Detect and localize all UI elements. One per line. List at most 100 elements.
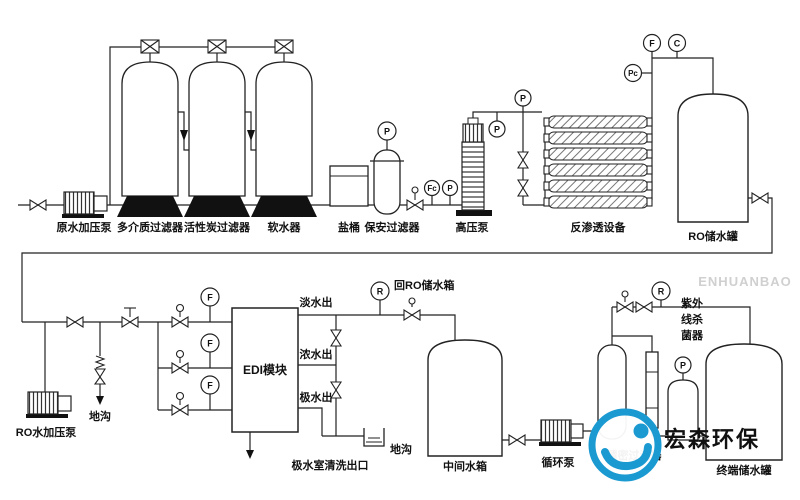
brand-logo-icon <box>588 408 662 482</box>
gauge-f2: F <box>200 333 220 353</box>
label-raw-pump: 原水加压泵 <box>57 220 112 234</box>
relief-valve <box>93 355 107 385</box>
return-line-valve-2 <box>635 301 653 313</box>
label-salt-barrel: 盐桶 <box>338 220 360 234</box>
gauge-inlet-p: P <box>441 179 459 197</box>
gauges: P Fc P P P F C Pc F F F R R P <box>200 33 692 395</box>
svg-text:F: F <box>207 381 213 391</box>
terminal-storage-tank <box>705 343 783 461</box>
pipe-polar-drain <box>298 407 364 437</box>
gauge-pump-p: P <box>488 120 506 138</box>
label-drain-mid: 地沟 <box>390 442 412 456</box>
gauge-f3: F <box>200 375 220 395</box>
edi-branch-valve-1 <box>171 303 189 328</box>
softener-vessel <box>251 61 317 217</box>
ro-feed-pump <box>26 391 72 418</box>
label-ro-tank: RO储水罐 <box>688 229 738 243</box>
label-ro-pump: RO水加压泵 <box>16 425 77 439</box>
flow-arrows <box>96 130 255 459</box>
inlet-valve <box>29 199 47 211</box>
label-security-filter: 保安过滤器 <box>364 220 421 234</box>
edi-module-box <box>231 307 299 433</box>
filter-outlet-valve <box>406 186 424 211</box>
label-softener: 软水器 <box>268 220 302 234</box>
pipe-hp-discharge <box>472 111 542 125</box>
label-drain-left: 地沟 <box>89 409 111 423</box>
svg-text:P: P <box>494 125 500 135</box>
svg-text:C: C <box>674 39 681 49</box>
label-hp-pump: 高压泵 <box>456 220 489 234</box>
equipment-labels: 原水加压泵 多介质过滤器 活性炭过滤器 软水器 盐桶 保安过滤器 高压泵 反渗透… <box>16 220 772 477</box>
svg-text:R: R <box>377 287 384 297</box>
svg-text:F: F <box>649 39 655 49</box>
label-uv-2: 线杀 <box>681 312 703 326</box>
svg-text:R: R <box>658 287 665 297</box>
svg-text:F: F <box>207 293 213 303</box>
boxx-valve <box>140 39 160 54</box>
security-filter <box>370 149 404 215</box>
boxx-valve <box>274 39 294 54</box>
svg-text:Fc: Fc <box>427 184 437 193</box>
multimedia-filter-vessel <box>117 61 183 217</box>
pipe-fresh-out <box>298 314 456 342</box>
label-mid-tank: 中间水箱 <box>443 459 487 473</box>
svg-text:P: P <box>680 361 686 371</box>
watermark-faint-text: ENHUANBAO <box>698 274 792 289</box>
check-valve <box>66 316 84 328</box>
label-fresh-out: 淡水出 <box>300 295 333 309</box>
circulation-pump <box>539 419 584 446</box>
gauge-return-r: R <box>370 281 390 301</box>
svg-text:P: P <box>520 94 526 104</box>
label-ro-unit: 反渗透设备 <box>571 220 627 234</box>
gauge-fc: Fc <box>423 179 441 197</box>
label-return-ro: 回RO储水箱 <box>394 278 455 292</box>
label-concentrate-out: 浓水出 <box>300 347 333 361</box>
midtank-outlet-valve <box>508 434 526 446</box>
label-carbon-filter: 活性炭过滤器 <box>184 220 251 234</box>
label-uv-3: 菌器 <box>681 328 704 342</box>
label-circ-pump: 循环泵 <box>542 455 575 469</box>
label-edi: EDI模块 <box>243 362 288 377</box>
svg-text:P: P <box>384 127 390 137</box>
concentrate-drop-valve <box>330 381 342 399</box>
raw-water-pump <box>62 191 108 218</box>
gauge-top-r: R <box>651 281 671 301</box>
gauge-security-p: P <box>377 121 397 141</box>
vessel-top-valves <box>140 39 294 54</box>
brand-name: 宏森环保 <box>664 427 760 452</box>
ro-tank-outlet-valve <box>751 192 769 204</box>
high-pressure-pump <box>456 117 492 216</box>
label-polar-clean-out: 极水室清洗出口 <box>292 458 369 472</box>
small-filter-vessel <box>667 379 699 441</box>
carbon-filter-vessel <box>184 61 250 217</box>
gauge-f1: F <box>200 287 220 307</box>
pipe-concentrate <box>298 364 337 436</box>
fresh-line-valve <box>403 297 421 321</box>
gauge-feed-p: P <box>514 89 532 107</box>
edi-branch-valve-3 <box>171 391 189 416</box>
label-terminal-tank: 终端储水罐 <box>717 463 772 477</box>
main-line-valve <box>121 307 139 328</box>
return-line-valve-1 <box>616 290 634 313</box>
svg-text:P: P <box>447 184 453 193</box>
watermark: ENHUANBAO 宏森环保 <box>588 274 792 482</box>
ro-membrane-stack <box>543 115 653 209</box>
ro-flush-valve-1 <box>517 151 529 169</box>
salt-barrel <box>329 165 369 207</box>
pipe-top-return <box>612 306 751 345</box>
gauge-filter-p: P <box>674 356 692 374</box>
intermediate-tank <box>427 339 503 457</box>
gauge-product-pc: Pc <box>623 63 643 83</box>
ro-flush-valve-2 <box>517 179 529 197</box>
label-multimedia-filter: 多介质过滤器 <box>117 220 184 234</box>
gauge-product-f: F <box>642 33 662 53</box>
label-polar-out: 极水出 <box>300 390 333 404</box>
fresh-drop-valve <box>330 329 342 347</box>
svg-text:Pc: Pc <box>628 69 638 78</box>
label-uv-1: 紫外 <box>681 296 703 310</box>
boxx-valve <box>207 39 227 54</box>
edi-branch-valve-2 <box>171 349 189 374</box>
drain-pit-icon <box>363 428 385 447</box>
